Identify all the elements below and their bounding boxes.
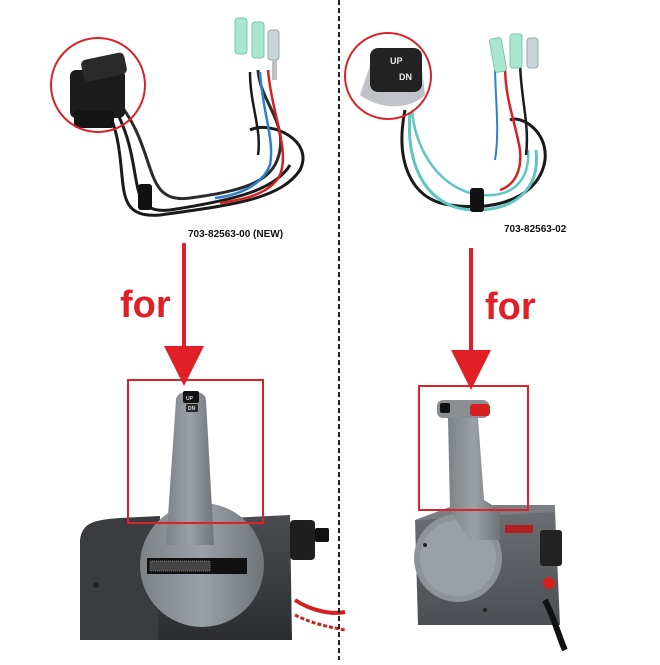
right-for-text: for [485, 286, 536, 328]
right-updn-switch: UP DN [360, 48, 425, 107]
left-rocker-switch [70, 52, 127, 128]
left-lever-highlight-box [127, 379, 264, 524]
left-part-number: 703-82563-00 (NEW) [188, 229, 284, 240]
right-part-number: 703-82563-02 [504, 224, 567, 235]
right-wiring-harness [400, 33, 547, 212]
left-switch-highlight-circle [50, 37, 146, 133]
right-lever-highlight-box [418, 385, 529, 511]
right-switch-dn-text: DN [399, 72, 412, 82]
left-wiring-harness [98, 17, 305, 217]
right-switch-up-text: UP [390, 56, 403, 66]
left-for-text: for [120, 284, 171, 326]
left-throttle-lever [166, 391, 214, 545]
left-control-box [80, 503, 346, 640]
right-switch-highlight-circle [344, 32, 432, 120]
